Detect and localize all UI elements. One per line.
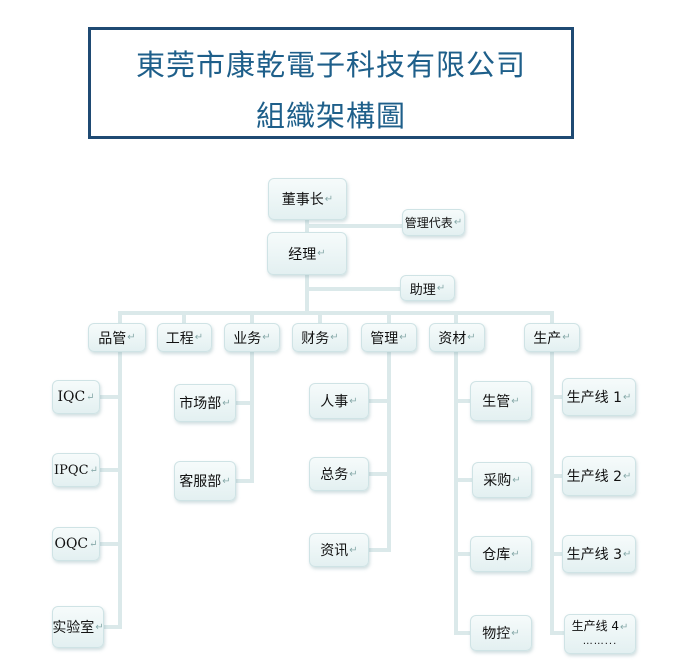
return-mark-icon: ↵ bbox=[467, 332, 476, 343]
company-name: 東莞市康乾電子科技有限公司 bbox=[135, 48, 526, 82]
dept-sales: 业务↵ bbox=[224, 323, 280, 352]
return-mark-icon: ↵ bbox=[194, 332, 204, 343]
more-lines-ellipsis: ……... bbox=[582, 636, 618, 647]
node-hr: 人事↵ bbox=[309, 383, 369, 419]
node-purchasing: 采购↵ bbox=[472, 462, 532, 498]
dept-engineering: 工程↵ bbox=[157, 323, 212, 352]
node-lab: 实验室↵ bbox=[52, 606, 104, 648]
return-mark-icon: ↵ bbox=[511, 627, 520, 639]
node-customer-service: 客服部↵ bbox=[174, 461, 236, 501]
return-mark-icon: ↵ bbox=[436, 282, 446, 294]
node-chairman: 董事长↵ bbox=[268, 178, 347, 220]
return-mark-icon: ↵ bbox=[89, 538, 98, 550]
node-line-1: 生产线 1↵ bbox=[562, 378, 636, 416]
title-box: 東莞市康乾電子科技有限公司 組織架構圖 bbox=[88, 27, 574, 139]
node-line-3: 生产线 3↵ bbox=[562, 535, 636, 573]
return-mark-icon: ↵ bbox=[349, 395, 358, 407]
node-marketing: 市场部↵ bbox=[174, 384, 236, 422]
node-material-control: 物控↵ bbox=[470, 615, 532, 651]
return-mark-icon: ↵ bbox=[317, 248, 326, 259]
dept-materials: 资材↵ bbox=[429, 323, 485, 352]
node-oqc: OQC↵ bbox=[52, 527, 100, 561]
return-mark-icon: ↵ bbox=[453, 217, 463, 228]
return-mark-icon: ↵ bbox=[511, 548, 520, 560]
node-warehouse: 仓库↵ bbox=[470, 536, 532, 572]
node-line-2: 生产线 2↵ bbox=[562, 456, 636, 496]
node-assistant: 助理↵ bbox=[400, 275, 455, 301]
dept-production: 生产↵ bbox=[524, 323, 580, 352]
return-mark-icon: ↵ bbox=[86, 391, 95, 403]
node-manager: 经理↵ bbox=[267, 232, 347, 275]
return-mark-icon: ↵ bbox=[222, 397, 231, 409]
dept-finance: 财务↵ bbox=[292, 323, 348, 352]
return-mark-icon: ↵ bbox=[511, 395, 520, 407]
return-mark-icon: ↵ bbox=[562, 332, 571, 343]
return-mark-icon: ↵ bbox=[622, 548, 632, 560]
return-mark-icon: ↵ bbox=[324, 193, 334, 205]
return-mark-icon: ↵ bbox=[512, 474, 521, 486]
dept-management: 管理↵ bbox=[361, 323, 417, 352]
chart-title: 組織架構圖 bbox=[255, 99, 406, 133]
return-mark-icon: ↵ bbox=[349, 544, 358, 556]
node-it: 资讯↵ bbox=[309, 533, 369, 567]
return-mark-icon: ↵ bbox=[89, 464, 98, 476]
node-general-affairs: 总务↵ bbox=[309, 457, 369, 491]
return-mark-icon: ↵ bbox=[127, 332, 136, 343]
node-iqc: IQC↵ bbox=[52, 380, 100, 414]
return-mark-icon: ↵ bbox=[349, 468, 358, 480]
return-mark-icon: ↵ bbox=[399, 332, 408, 343]
node-ipqc: IPQC↵ bbox=[52, 453, 100, 487]
node-line-4: 生产线 4↵ ……... bbox=[564, 614, 636, 654]
return-mark-icon: ↵ bbox=[622, 470, 632, 482]
dept-quality: 品管↵ bbox=[88, 323, 146, 352]
return-mark-icon: ↵ bbox=[330, 332, 339, 343]
node-production-control: 生管↵ bbox=[470, 381, 532, 421]
return-mark-icon: ↵ bbox=[262, 332, 271, 343]
return-mark-icon: ↵ bbox=[95, 621, 104, 633]
return-mark-icon: ↵ bbox=[222, 475, 231, 487]
return-mark-icon: ↵ bbox=[622, 391, 632, 403]
node-mgmt-rep: 管理代表↵ bbox=[402, 209, 465, 236]
return-mark-icon: ↵ bbox=[620, 622, 629, 633]
